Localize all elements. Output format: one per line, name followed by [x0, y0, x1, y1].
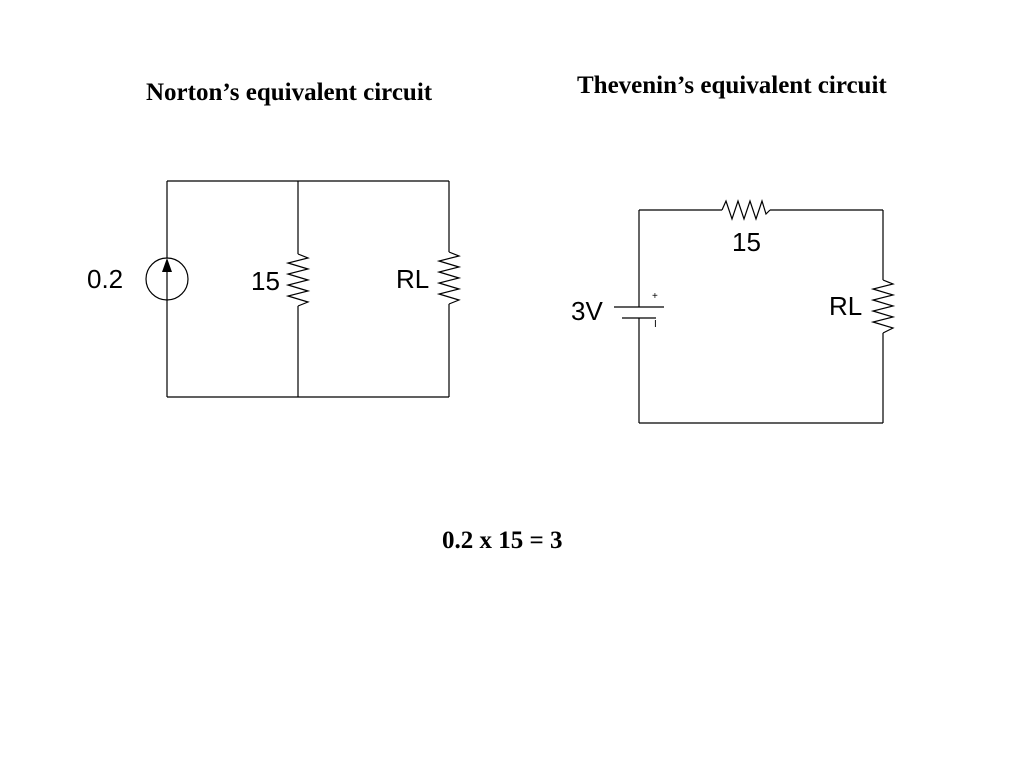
norton-resistor-label: 15 — [251, 266, 280, 296]
norton-resistor-15 — [285, 253, 311, 307]
battery-plus-sign: + — [652, 291, 658, 302]
thevenin-circuit — [614, 199, 896, 424]
thevenin-resistor-label: 15 — [732, 227, 761, 257]
thevenin-title: Thevenin’s equivalent circuit — [577, 72, 887, 99]
battery-symbol — [614, 306, 664, 319]
norton-circuit — [145, 180, 462, 398]
thevenin-source-label: 3V — [571, 296, 603, 326]
thevenin-resistor-rl — [870, 279, 896, 334]
thevenin-load-label: RL — [829, 291, 863, 321]
norton-load-label: RL — [396, 264, 430, 294]
norton-title: Norton’s equivalent circuit — [146, 79, 433, 106]
battery-minus-sign: I — [654, 319, 657, 330]
thevenin-resistor-15 — [721, 199, 771, 221]
norton-resistor-rl — [436, 251, 462, 305]
current-source-symbol — [145, 257, 189, 301]
equation: 0.2 x 15 = 3 — [442, 527, 563, 554]
norton-source-label: 0.2 — [87, 264, 124, 294]
